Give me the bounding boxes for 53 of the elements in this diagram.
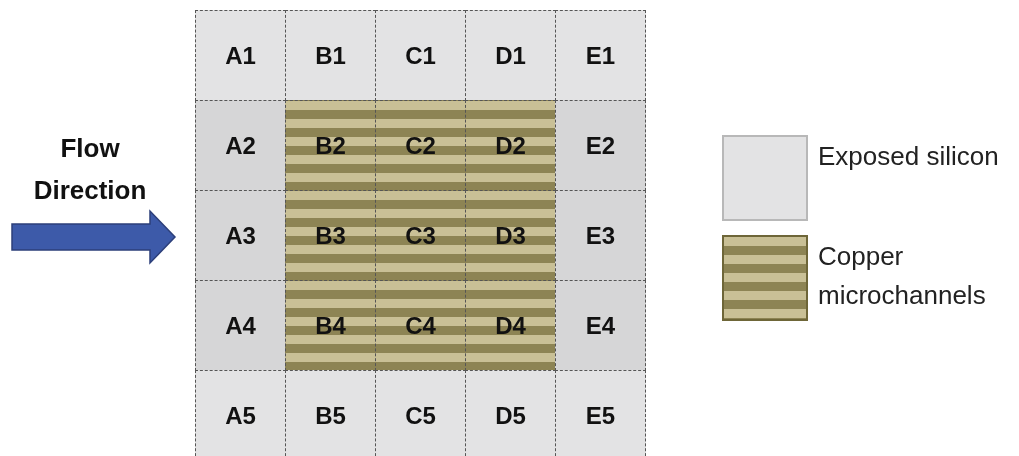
cell-label: A1 xyxy=(225,41,256,70)
cell-label: B5 xyxy=(315,401,346,430)
silicon-cell xyxy=(195,370,286,456)
silicon-cell xyxy=(285,370,376,456)
silicon-cell xyxy=(195,10,286,101)
silicon-cell xyxy=(555,280,646,371)
cell-label: B1 xyxy=(315,41,346,70)
cell-label: B2 xyxy=(315,131,346,160)
silicon-cell xyxy=(375,370,466,456)
silicon-cell xyxy=(555,370,646,456)
cell-label: A3 xyxy=(225,221,256,250)
silicon-cell xyxy=(375,10,466,101)
silicon-cell xyxy=(465,370,556,456)
legend-label: Exposed silicon xyxy=(818,140,1000,173)
copper-microchannel-cell xyxy=(285,190,376,281)
cell-label: C4 xyxy=(405,311,436,340)
silicon-cell xyxy=(555,190,646,281)
silicon-cell xyxy=(195,190,286,281)
copper-microchannel-cell xyxy=(285,280,376,371)
cell-label: C1 xyxy=(405,41,436,70)
silicon-cell xyxy=(465,10,556,101)
cell-label: E5 xyxy=(585,401,616,430)
cell-label: D3 xyxy=(495,221,526,250)
copper-microchannel-cell xyxy=(465,100,556,191)
cell-label: D1 xyxy=(495,41,526,70)
cell-label: C2 xyxy=(405,131,436,160)
cell-label: C5 xyxy=(405,401,436,430)
silicon-cell xyxy=(195,280,286,371)
cell-label: D5 xyxy=(495,401,526,430)
silicon-cell xyxy=(195,100,286,191)
copper-microchannel-cell xyxy=(285,100,376,191)
cell-label: A4 xyxy=(225,311,256,340)
copper-microchannel-cell xyxy=(375,100,466,191)
cell-label: D4 xyxy=(495,311,526,340)
flow-direction-label: Flow Direction xyxy=(32,132,148,207)
copper-microchannel-cell xyxy=(375,190,466,281)
cell-label: E4 xyxy=(585,311,616,340)
cell-label: E2 xyxy=(585,131,616,160)
cell-label: E1 xyxy=(585,41,616,70)
cell-label: E3 xyxy=(585,221,616,250)
copper-microchannel-cell xyxy=(465,190,556,281)
cell-label: B4 xyxy=(315,311,346,340)
legend-label: Copper microchannels xyxy=(818,240,987,312)
cell-label: A2 xyxy=(225,131,256,160)
copper-microchannel-cell xyxy=(465,280,556,371)
cell-label: C3 xyxy=(405,221,436,250)
copper-microchannel-cell xyxy=(375,280,466,371)
silicon-cell xyxy=(555,100,646,191)
cell-label: A5 xyxy=(225,401,256,430)
silicon-cell xyxy=(285,10,376,101)
cell-label: D2 xyxy=(495,131,526,160)
silicon-cell xyxy=(555,10,646,101)
cell-label: B3 xyxy=(315,221,346,250)
